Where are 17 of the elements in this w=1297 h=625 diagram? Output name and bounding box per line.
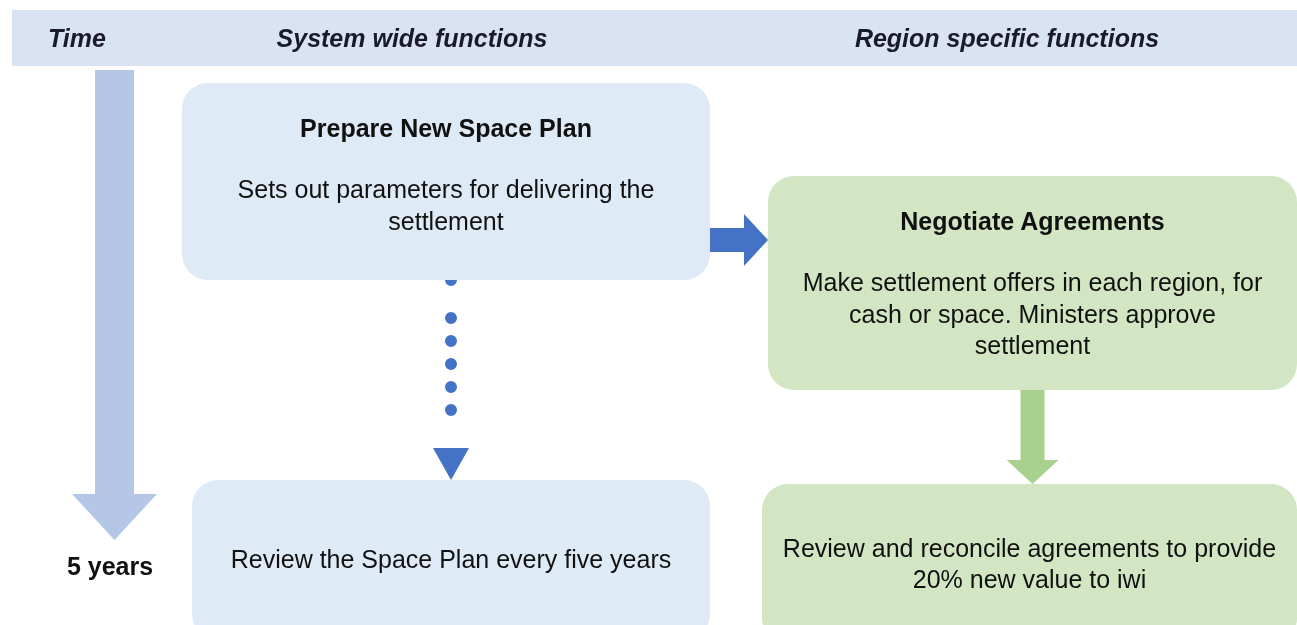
header-band xyxy=(12,10,1297,66)
arrow xyxy=(710,214,768,266)
box-text: Sets out parameters for delivering the settlement xyxy=(236,174,656,237)
process-box xyxy=(192,480,710,625)
box-text: Review the Space Plan every five years xyxy=(229,544,673,576)
time-label: 5 years xyxy=(65,552,155,581)
column-heading: Time xyxy=(47,24,107,53)
arrow xyxy=(1006,390,1059,484)
process-box xyxy=(762,484,1297,625)
box-heading: Prepare New Space Plan xyxy=(299,113,593,144)
box-text: Review and reconcile agreements to provide 20% new value to iwi xyxy=(782,532,1277,595)
column-heading: Region specific functions xyxy=(853,24,1161,53)
column-heading: System wide functions xyxy=(275,24,549,53)
process-box xyxy=(182,83,710,280)
box-text: Make settlement offers in each region, for cash or space. Ministers approve settlement xyxy=(801,267,1264,361)
box-heading: Negotiate Agreements xyxy=(899,206,1166,237)
process-box xyxy=(768,176,1297,390)
